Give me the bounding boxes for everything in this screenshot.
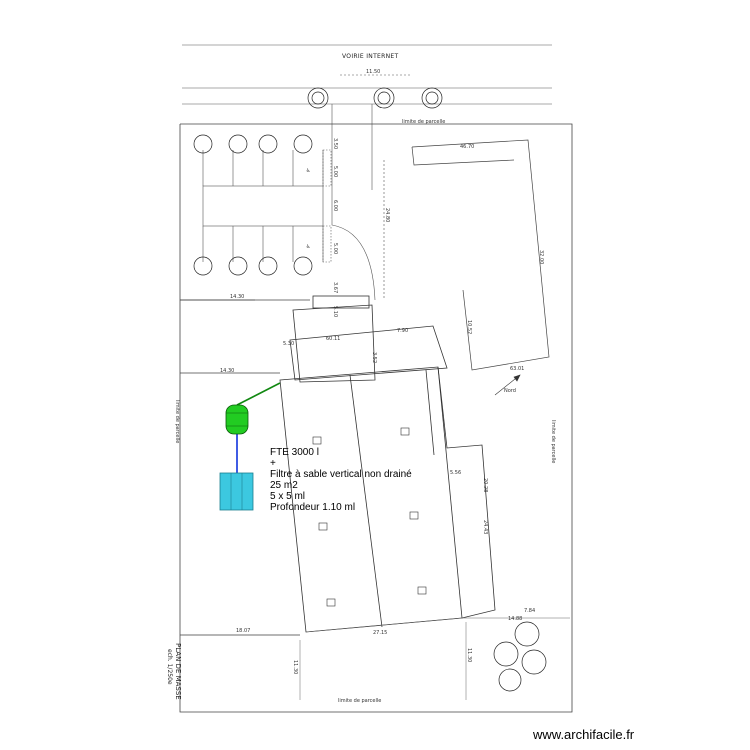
dim-label: 20.28 <box>482 478 488 492</box>
building <box>279 295 496 633</box>
dim-label: 3.52 <box>371 352 377 363</box>
dim-label: 3.50 <box>332 138 338 149</box>
annotation-line: Profondeur 1.10 ml <box>270 502 355 513</box>
annotation-line: 25 m2 <box>270 480 298 491</box>
north-label: Nord <box>504 388 516 394</box>
annotation-line: 5 x 5 ml <box>270 491 305 502</box>
plan-scale: ech. 1/250e <box>166 649 173 685</box>
dim-label: 10.52 <box>466 320 472 334</box>
dim-label: 27.15 <box>373 630 387 636</box>
dim-label: 32.00 <box>538 250 544 264</box>
dim-label: 7.84 <box>524 608 535 614</box>
dim-label: 60.11 <box>326 336 340 342</box>
dim-label: 5.56 <box>450 470 461 476</box>
outer-wall <box>180 139 550 371</box>
limit-right-label: limite de parcelle <box>550 420 556 463</box>
dim-label: 11.30 <box>292 660 298 674</box>
green-pipe <box>236 382 281 406</box>
limit-left-label: limite de parcelle <box>174 400 180 443</box>
road <box>182 44 552 135</box>
dim-label: 11.50 <box>366 69 380 75</box>
plan-title: PLAN DE MASSE <box>174 643 182 700</box>
dim-label: 5.00 <box>332 243 338 254</box>
dim-label: 5.00 <box>332 166 338 177</box>
dim-label: 24.43 <box>482 520 488 534</box>
dim-label: 14.30 <box>230 294 244 300</box>
dim-label: 14.88 <box>508 616 522 622</box>
limit-bottom-label: limite de parcelle <box>338 698 381 704</box>
annotation-line: FTE 3000 l <box>270 447 319 458</box>
dim-label: 63.01 <box>510 366 524 372</box>
dim-label: 5.30 <box>283 341 294 347</box>
dim-label: 5.10 <box>332 306 338 317</box>
sand-filter <box>219 472 254 511</box>
parking-area <box>202 149 332 263</box>
windows <box>312 427 427 607</box>
dim-label: 14.30 <box>220 368 234 374</box>
dim-label: 18.07 <box>236 628 250 634</box>
annotation-line: Filtre à sable vertical non drainé <box>270 469 412 480</box>
north-arrow-icon <box>494 374 521 396</box>
watermark: www.archifacile.fr <box>533 727 635 742</box>
dim-label: 6.00 <box>332 200 338 211</box>
dimension-lines <box>182 617 570 700</box>
accessible-parking-icon: ♿ <box>306 244 310 250</box>
dim-label: 46.70 <box>460 144 474 150</box>
septic-tank <box>225 404 249 435</box>
dim-label: 3.67 <box>332 282 338 293</box>
driveway <box>331 125 385 301</box>
dim-label: 24.80 <box>384 208 390 222</box>
dim-label: 11.30 <box>466 648 472 662</box>
accessible-parking-icon: ♿ <box>306 168 310 174</box>
limit-top-label: limite de parcelle <box>402 119 445 125</box>
trees <box>193 87 547 692</box>
annotation-line: + <box>270 458 276 469</box>
road-label: VOIRIE INTERNET <box>342 53 398 60</box>
dim-label: 7.90 <box>397 328 408 334</box>
